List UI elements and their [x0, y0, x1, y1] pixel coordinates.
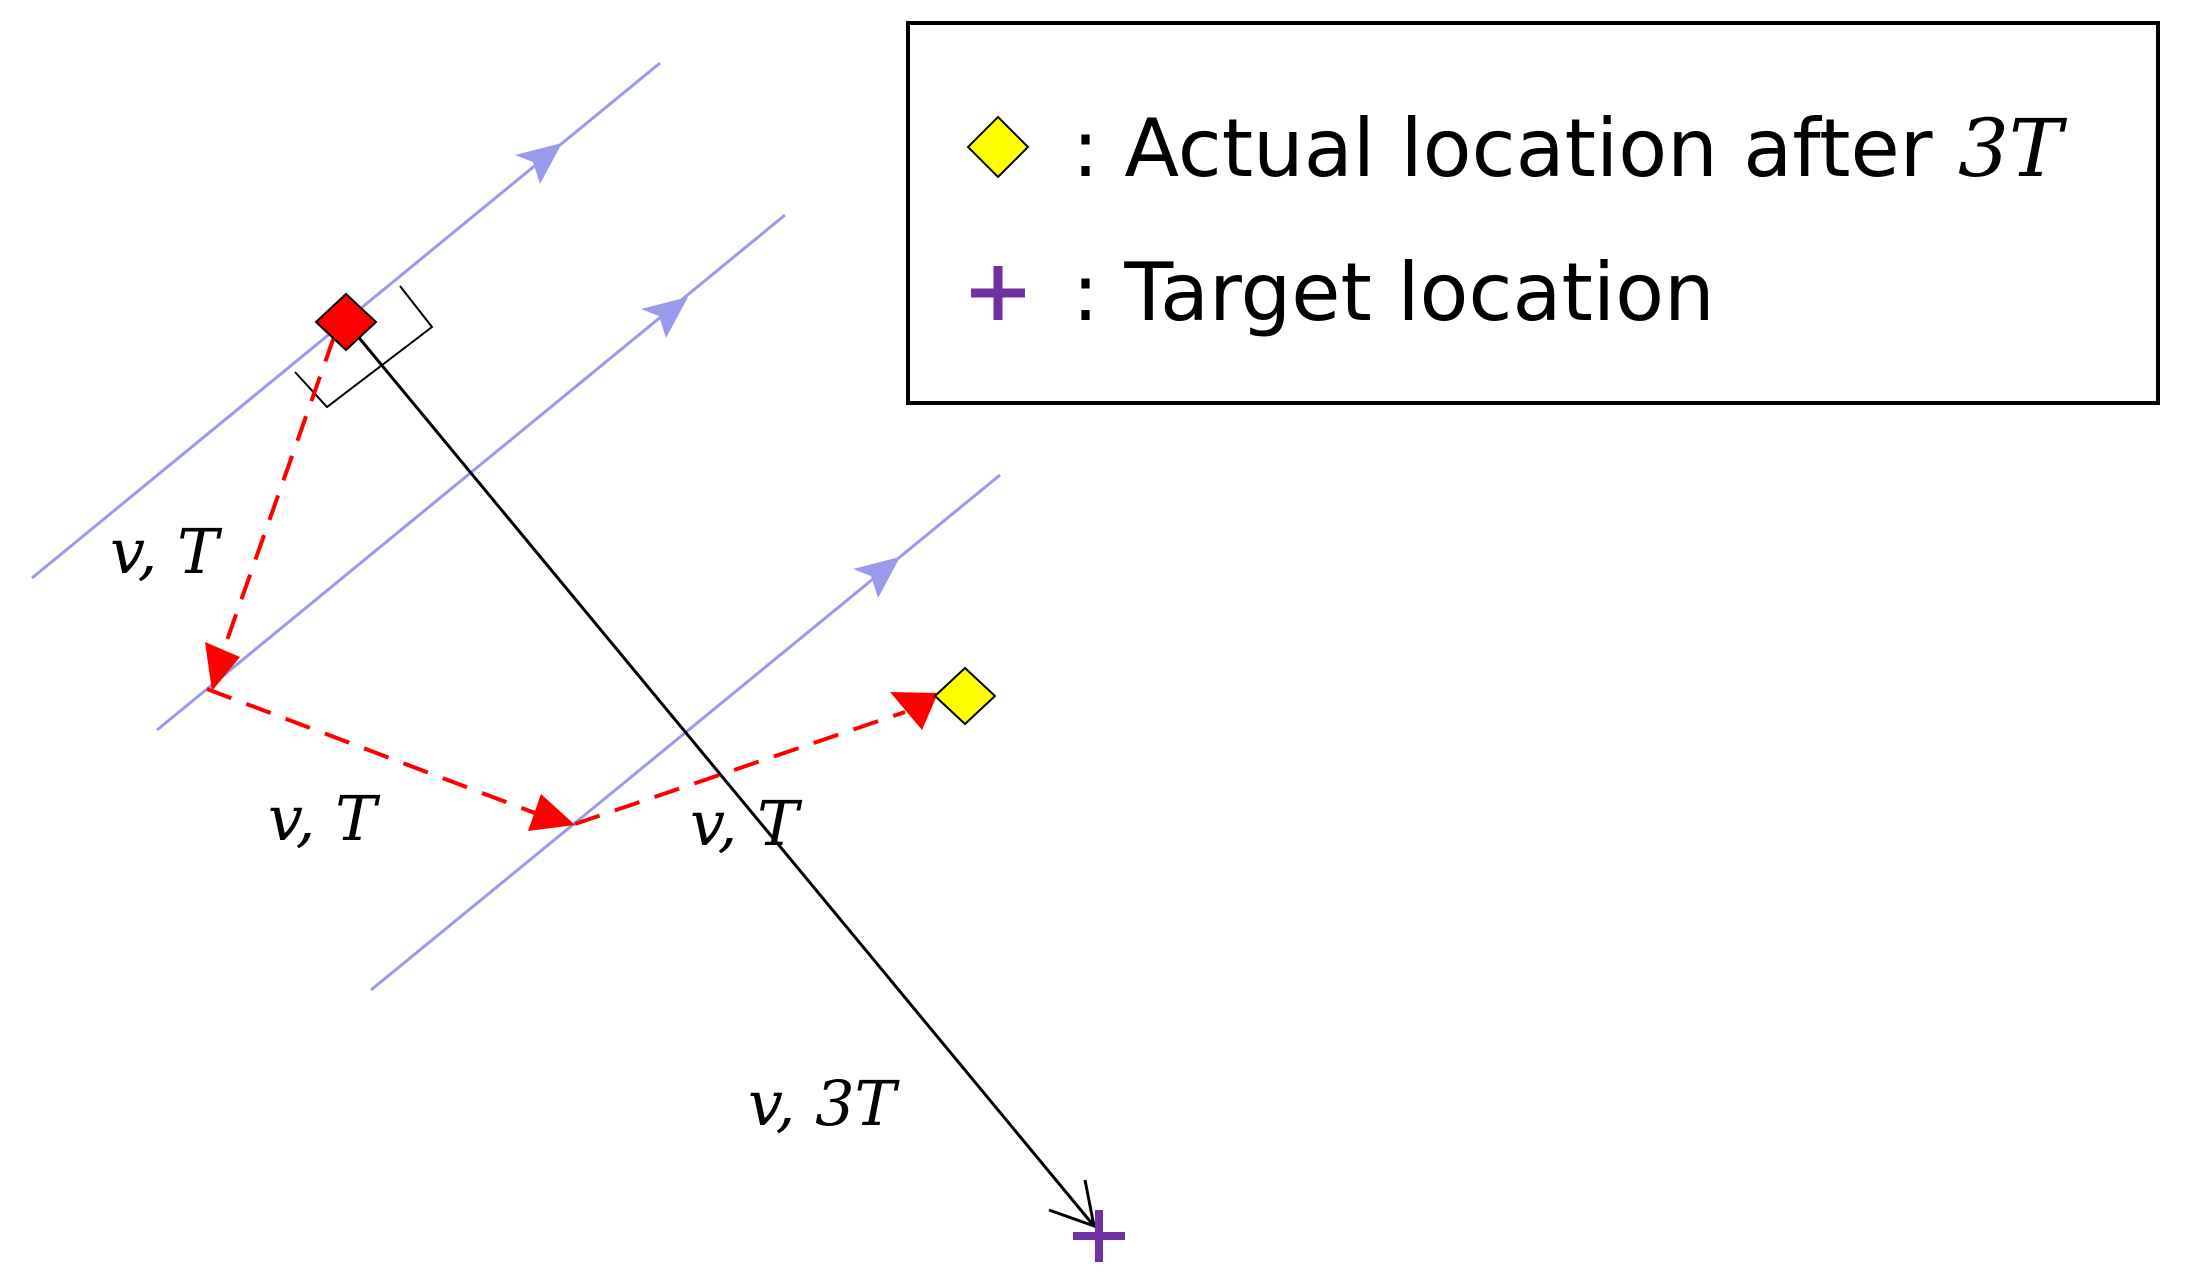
- path-segment-1: [218, 336, 336, 661]
- flow-arrowhead-1: [515, 143, 562, 184]
- label-step-1: v, T: [110, 515, 223, 588]
- path-segment-2: [206, 687, 536, 815]
- legend: : Actual location after 3T : Target loca…: [906, 21, 2160, 405]
- path-segment-3: [574, 710, 906, 826]
- direct-arrow: [344, 321, 1096, 1229]
- label-step-3: v, T: [690, 787, 803, 860]
- flow-arrowhead-3: [853, 557, 900, 598]
- drift-path-arrowheads: [205, 642, 938, 831]
- right-angle-marker: [294, 285, 434, 409]
- label-total: v, 3T: [748, 1067, 901, 1140]
- legend-actual-label: : Actual location after 3T: [1072, 102, 2063, 195]
- flow-arrowheads: [515, 143, 900, 598]
- target-location-marker: [1073, 1210, 1125, 1262]
- path-arrowhead-3: [890, 692, 938, 730]
- path-arrowhead-1: [205, 642, 240, 691]
- start-marker: [314, 292, 378, 352]
- legend-target-label: : Target location: [1072, 246, 1715, 339]
- label-step-2: v, T: [268, 782, 381, 855]
- yellow-diamond-icon: [966, 115, 1030, 179]
- path-arrowhead-2: [528, 794, 575, 831]
- actual-location-marker: [933, 666, 997, 726]
- flow-arrowhead-2: [641, 297, 688, 338]
- drift-path: [206, 336, 906, 826]
- purple-plus-icon: [971, 266, 1025, 320]
